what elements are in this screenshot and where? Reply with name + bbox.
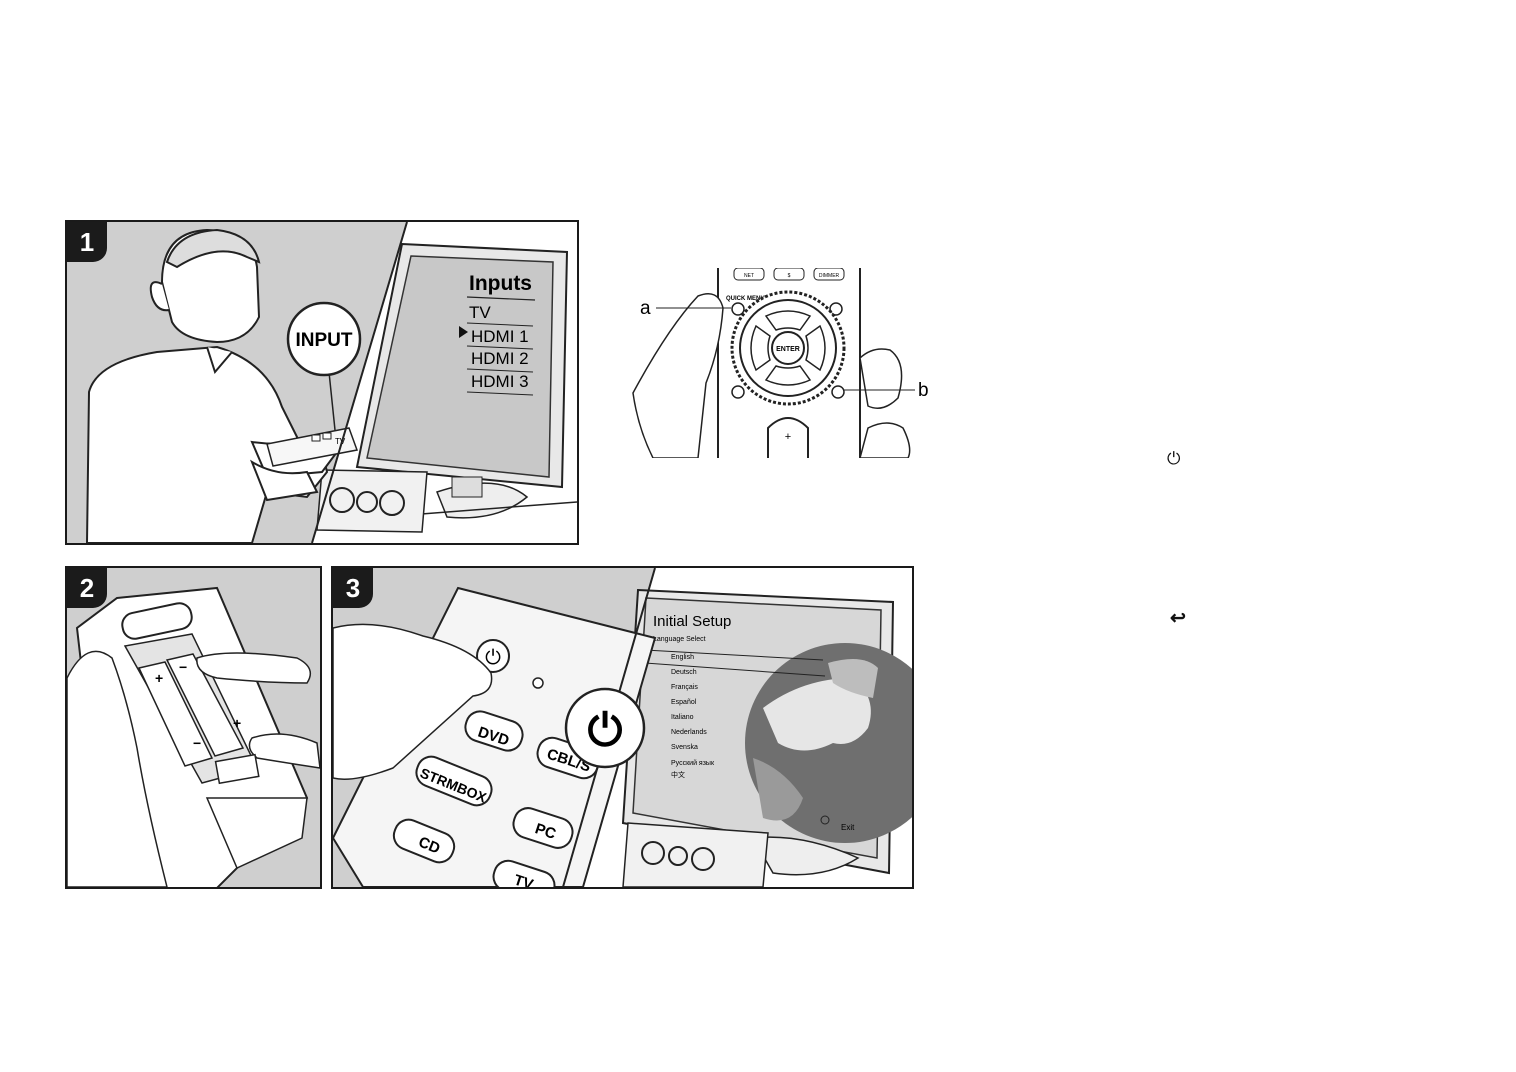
volume-button	[767, 417, 809, 458]
indicator-led	[532, 677, 544, 689]
setup-subtitle: Language Select	[653, 636, 706, 643]
center-speaker	[622, 822, 769, 887]
remote-tv-label: TV	[335, 437, 346, 446]
input-callout-label: INPUT	[296, 330, 353, 351]
tv-set	[355, 242, 569, 519]
battery-2: − +	[165, 653, 245, 757]
input-buttons: DVD CBL/S STRMBOX PC CD TV	[392, 710, 600, 887]
remote-top-buttons: NET $ DIMMER	[733, 267, 845, 281]
cd-button: CD	[416, 834, 443, 858]
right-thumb	[859, 348, 903, 409]
language-option: Italiano	[671, 714, 694, 721]
step-3-illustration: Initial Setup Language Select English De…	[333, 568, 912, 887]
language-option: Deutsch	[671, 669, 697, 676]
language-option: 中文	[671, 770, 685, 779]
quick-menu-button	[731, 302, 745, 316]
enter-button-label: ENTER	[776, 346, 800, 353]
svg-text:+: +	[155, 670, 163, 686]
left-hand	[67, 650, 168, 887]
step-1-panel: TV INPUT Inputs TV HDMI 1 HDMI 2 HDMI 3 …	[65, 220, 579, 545]
language-option: English	[671, 654, 694, 661]
svg-text:−: −	[179, 659, 187, 675]
step-1-illustration: TV INPUT Inputs TV HDMI 1 HDMI 2 HDMI 3	[85, 222, 577, 543]
language-option: Español	[671, 699, 697, 706]
dollar-button: $	[788, 273, 791, 279]
tv-menu-item: HDMI 1	[471, 327, 529, 346]
cursor-dial: ENTER	[730, 290, 846, 406]
initial-setup-screen: Initial Setup Language Select English De…	[644, 613, 855, 832]
language-option: Svenska	[671, 744, 698, 751]
exit-label: Exit	[841, 823, 855, 832]
finger	[196, 652, 312, 684]
step-2-panel: + − − + 2	[65, 566, 322, 889]
selection-arrow-icon	[459, 326, 468, 338]
thumb	[333, 623, 493, 780]
tv-menu-item: HDMI 2	[471, 349, 529, 368]
tv-menu-item: HDMI 3	[471, 372, 529, 391]
center-speaker	[316, 469, 428, 533]
power-icon: ⏻	[588, 706, 623, 755]
panel-divider	[311, 222, 408, 543]
setup-title: Initial Setup	[653, 613, 731, 630]
battery-1: + −	[137, 661, 214, 767]
input-callout: INPUT	[286, 301, 362, 377]
svg-text:−: −	[193, 735, 201, 751]
callout-line	[328, 371, 336, 431]
language-option: Français	[671, 684, 698, 691]
svg-text:+: +	[233, 715, 241, 731]
quick-menu-label: QUICK MENU	[726, 296, 765, 302]
globe-graphic	[745, 643, 912, 843]
label-a: a	[640, 298, 651, 319]
return-icon: ↩	[1170, 608, 1186, 629]
step-number-badge: 2	[67, 568, 107, 608]
tv-button: TV	[512, 872, 535, 887]
net-button: NET	[744, 273, 754, 279]
enter-button	[771, 331, 805, 365]
person-figure	[85, 228, 339, 543]
pc-button: PC	[533, 820, 558, 843]
dimmer-button: DIMMER	[819, 273, 840, 279]
step-2-illustration: + − − +	[67, 586, 320, 887]
remote-in-hand: TV	[266, 427, 359, 467]
step-number-badge: 1	[67, 222, 107, 262]
tv-inputs-menu: Inputs TV HDMI 1 HDMI 2 HDMI 3	[459, 272, 536, 396]
info-button	[829, 302, 843, 316]
return-button	[831, 385, 845, 399]
label-b: b	[918, 380, 928, 401]
power-icon: ⏻	[1167, 449, 1181, 468]
tv-menu-title: Inputs	[469, 272, 532, 295]
remote-detail-figure: NET $ DIMMER QUICK MENU ENTER + a	[628, 267, 929, 459]
home-button	[731, 385, 745, 399]
language-option: Nederlands	[671, 729, 707, 736]
step-number-badge: 3	[333, 568, 373, 608]
language-option: Русский язык	[671, 759, 715, 767]
power-callout: ⏻	[564, 687, 646, 769]
plus-label: +	[785, 431, 791, 443]
step-3-panel: Initial Setup Language Select English De…	[331, 566, 914, 889]
tv-menu-item: TV	[469, 303, 491, 322]
svg-text:⏻: ⏻	[485, 647, 501, 669]
exit-button-icon	[820, 815, 830, 825]
power-button	[476, 639, 510, 673]
